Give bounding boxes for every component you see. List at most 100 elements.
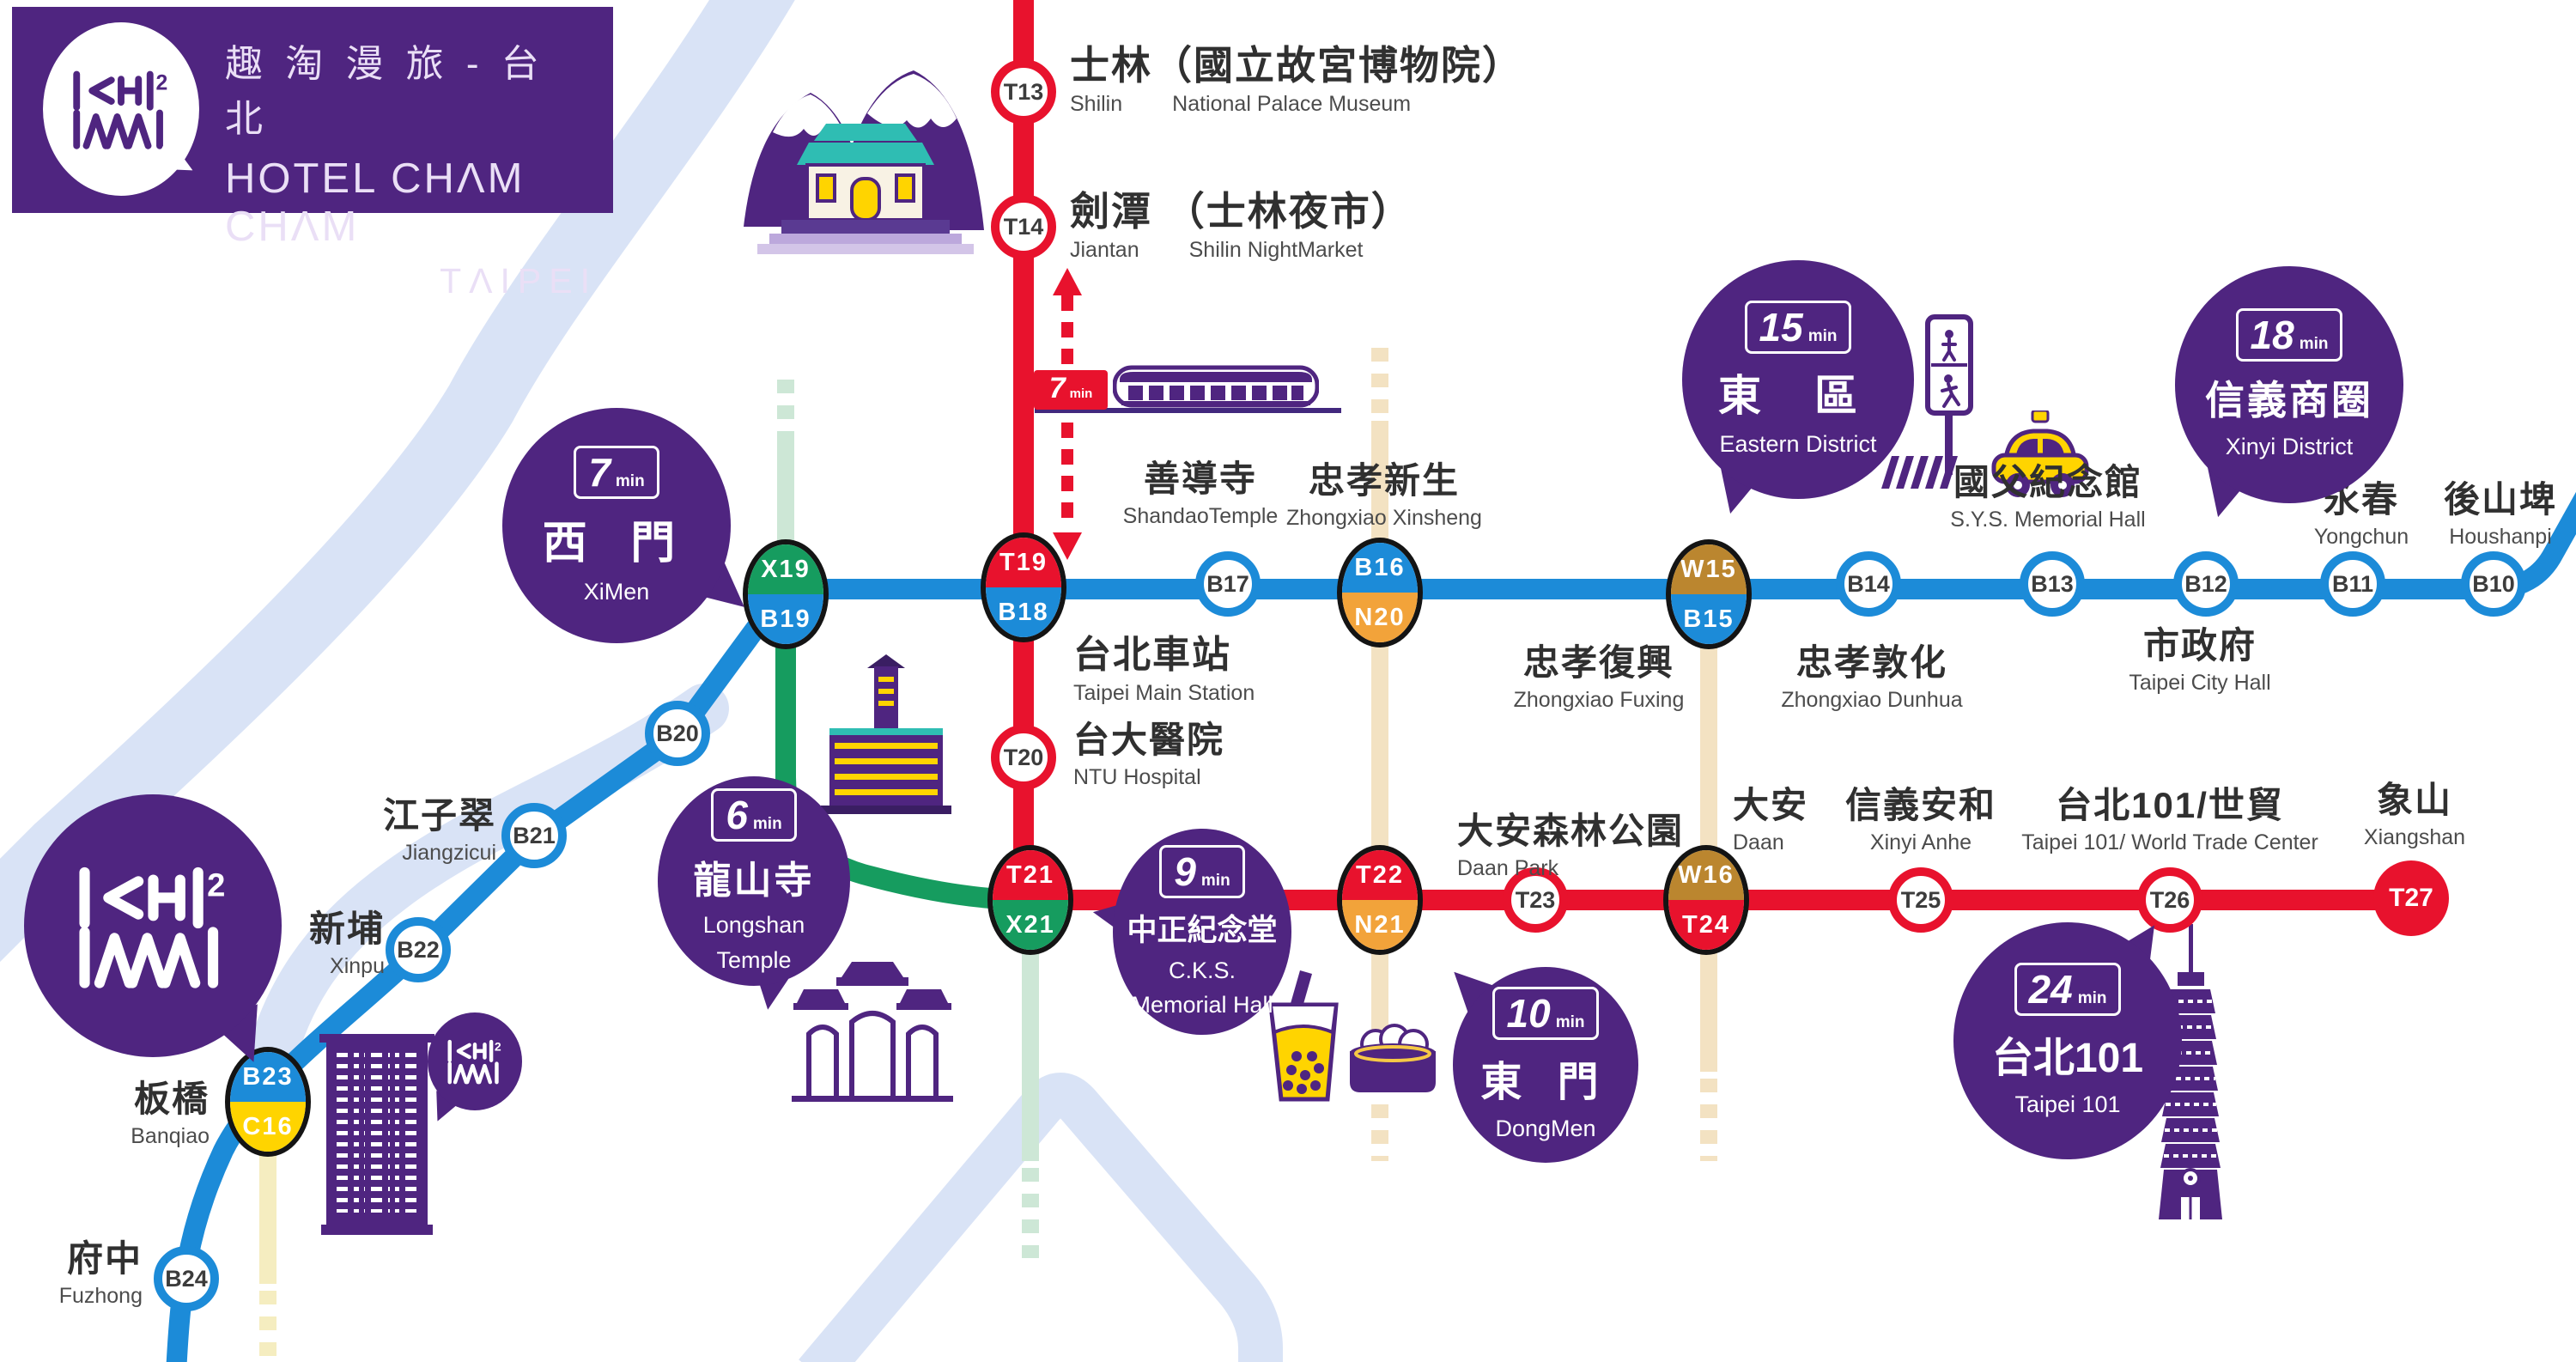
station-t14: T14 (991, 194, 1056, 259)
station-label-b22: 新埔 Xinpu (308, 909, 385, 979)
station-name-en: Daan Park (1457, 856, 1559, 881)
station-t27: T27 (2373, 860, 2449, 936)
bubble-name-en: XiMen (583, 578, 650, 605)
bubble-name-en: C.K.S. (1168, 957, 1236, 983)
presidential-office-building-icon (821, 654, 951, 814)
station-code-top: T22 (1342, 850, 1418, 900)
station-code-top: B16 (1342, 543, 1418, 593)
station-name-cjk: 大安森林公園 (1457, 811, 1685, 851)
bubble-name-cjk: 東 區 (1718, 372, 1878, 421)
station-name-en-part: Jiantan (1070, 238, 1139, 263)
station-name-en-part: National Palace Museum (1172, 92, 1412, 117)
station-code-bottom: B15 (1671, 594, 1747, 644)
station-b14: B14 (1836, 551, 1901, 617)
taxi-icon (1991, 410, 2089, 497)
time-value: 6 (726, 793, 748, 838)
station-name-en: Taipei City Hall (2129, 671, 2271, 696)
station-name-en: Xiangshan (2363, 825, 2466, 850)
bubble-name-en: Memorial Hall (1131, 992, 1273, 1018)
station-b10: B10 (2461, 551, 2526, 617)
river-main (0, 0, 795, 963)
station-label-b21: 江子翠 Jiangzicui (382, 795, 496, 866)
station-name-en: Xinpu (330, 954, 385, 979)
station-code-bottom: T24 (1668, 900, 1744, 950)
station-name-cjk: 台大醫院 (1073, 720, 1225, 760)
station-name-cjk: 後山埤 (2443, 479, 2558, 520)
bubble-name-en: Eastern District (1719, 431, 1877, 458)
time-unit: min (1200, 871, 1230, 890)
transfer-time-value: 7 (1048, 372, 1066, 404)
station-label-t20: 台大醫院 NTU Hospital (1073, 721, 1224, 790)
station-code-bottom: X21 (993, 900, 1068, 950)
station-b17: B17 (1195, 551, 1261, 617)
station-name-en: NTU Hospital (1073, 765, 1201, 790)
station-b22: B22 (386, 917, 451, 982)
station-code-top: X19 (748, 544, 823, 594)
station-name-cjk: 善導寺 (1143, 459, 1258, 499)
hotel-city-en: TΛIPEI (440, 261, 598, 301)
station-name-en: Jiangzicui (402, 841, 496, 866)
station-name-cjk: 忠孝敦化 (1795, 642, 1947, 683)
zebra-crossing-icon (1881, 456, 1958, 489)
national-palace-museum-icon (744, 70, 984, 254)
station-code-bottom: C16 (230, 1102, 306, 1152)
station-code-bottom: N21 (1342, 900, 1418, 950)
bubble-name-en: Xinyi District (2225, 434, 2354, 460)
station-name-cjk: 新埔 (308, 909, 385, 949)
bubble-name-en: Longshan (702, 912, 805, 939)
station-code-bottom: B18 (986, 587, 1061, 637)
transfer-arrow-head-down (1053, 532, 1082, 560)
mrt-train-icon (1113, 365, 1319, 408)
station-name-en: Xinyi Anhe (1869, 830, 1972, 855)
time-value: 9 (1174, 848, 1196, 894)
station-b13: B13 (2020, 551, 2085, 617)
station-t23: T23 (1503, 867, 1568, 933)
station-code-bottom: N20 (1342, 593, 1418, 642)
station-t25: T25 (1888, 867, 1953, 933)
station-t26: T26 (2137, 867, 2202, 933)
station-b11: B11 (2320, 551, 2385, 617)
station-name-cjk: 江子翠 (382, 795, 496, 836)
station-name-cjk: 國父紀念館 (1953, 462, 2142, 502)
transfer-time-badge: 7 min (1034, 370, 1108, 410)
bubble-body (24, 794, 282, 1057)
station-name-en-part: Shilin (1070, 92, 1123, 117)
time-unit: min (2299, 335, 2329, 354)
river-branch (246, 684, 729, 1085)
time-value: 10 (1506, 991, 1551, 1037)
station-name-cjk: 大安 (1733, 785, 1809, 825)
khm-logo-icon (70, 860, 237, 992)
cks-memorial-gate-icon (792, 962, 953, 1102)
